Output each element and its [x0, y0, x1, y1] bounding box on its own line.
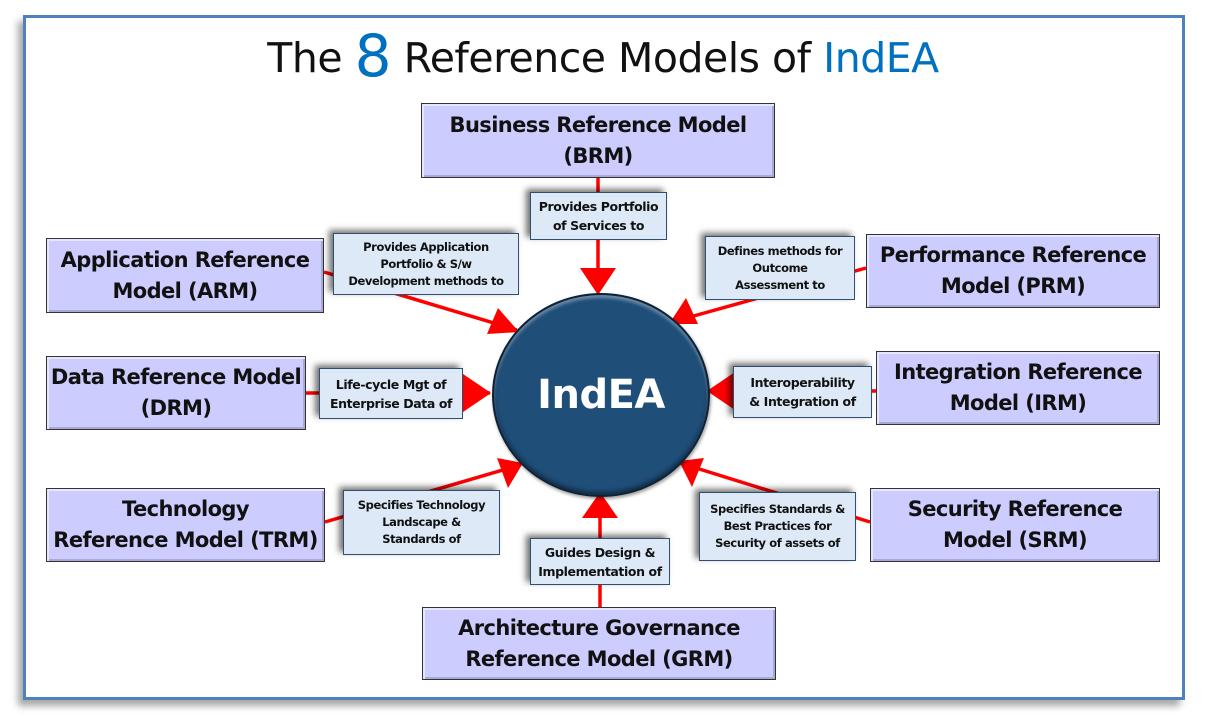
- relation-trm-line: Specifies Technology: [357, 498, 486, 512]
- arrowhead-drm: [463, 374, 491, 412]
- model-prm-line2: Model (PRM): [940, 274, 1086, 298]
- relation-arm-line: Provides Application: [363, 239, 489, 254]
- relation-brm: Provides Portfolio of Services to: [530, 192, 667, 240]
- arrowhead-irm: [707, 372, 735, 410]
- relation-grm: Guides Design & Implementation of: [530, 538, 670, 585]
- model-srm-line1: Security Reference: [907, 497, 1123, 521]
- relation-drm-line: Life-cycle Mgt of: [335, 376, 447, 392]
- relation-srm-line: Security of assets of: [715, 536, 840, 550]
- relation-srm-line: Specifies Standards &: [710, 502, 845, 516]
- relation-prm-line: Assessment to: [735, 277, 825, 292]
- model-arm-line1: Application Reference: [60, 247, 310, 272]
- relation-drm-line: Enterprise Data of: [329, 395, 453, 411]
- relation-srm-line: Best Practices for: [723, 519, 832, 533]
- title-prefix: The: [267, 34, 343, 82]
- relation-arm-line: Portfolio & S/w: [380, 256, 472, 271]
- relation-prm-line: Defines methods for: [717, 243, 843, 258]
- diagram-title: The 8 Reference Models of IndEA: [0, 22, 1206, 90]
- model-brm-line1: Business Reference Model: [449, 112, 748, 137]
- arrowhead-grm: [582, 492, 618, 518]
- relation-trm-line: Standards of: [382, 532, 461, 546]
- title-middle: Reference Models of: [403, 34, 812, 82]
- title-number: 8: [354, 22, 392, 90]
- arrowhead-prm: [669, 298, 698, 324]
- relation-irm-line: Interoperability: [750, 375, 855, 390]
- relation-brm-line: of Services to: [552, 218, 645, 233]
- model-grm-line1: Architecture Governance: [458, 615, 740, 640]
- title-brand: IndEA: [823, 34, 939, 82]
- relation-grm-line: Guides Design &: [544, 544, 656, 560]
- relation-drm: Life-cycle Mgt of Enterprise Data of: [319, 368, 463, 419]
- relation-prm-line: Outcome: [752, 260, 808, 275]
- model-irm-line1: Integration Reference: [894, 360, 1143, 384]
- arrowhead-brm: [580, 268, 616, 295]
- arrowhead-trm: [497, 458, 523, 488]
- relation-brm-line: Provides Portfolio: [538, 199, 659, 214]
- relation-irm: Interoperability & Integration of: [733, 366, 872, 418]
- relation-trm-line: Landscape &: [382, 515, 461, 529]
- model-prm-line1: Performance Reference: [879, 243, 1147, 267]
- model-grm-line2: Reference Model (GRM): [465, 646, 733, 671]
- model-irm-line2: Model (IRM): [949, 391, 1087, 415]
- relation-grm-line: Implementation of: [538, 563, 662, 579]
- model-brm: Business Reference Model (BRM): [421, 103, 775, 178]
- relation-arm-line: Development methods to: [348, 273, 504, 288]
- indea-hub: IndEA: [492, 293, 710, 497]
- model-arm-line2: Model (ARM): [112, 278, 258, 303]
- model-trm-line1: Technology: [122, 497, 250, 521]
- model-drm: Data Reference Model (DRM): [46, 356, 306, 430]
- model-drm-line1: Data Reference Model: [50, 365, 302, 389]
- model-srm-line2: Model (SRM): [943, 528, 1088, 552]
- model-drm-line2: (DRM): [140, 396, 212, 420]
- relation-irm-line: & Integration of: [749, 394, 856, 409]
- model-trm-line2: Reference Model (TRM): [53, 528, 318, 552]
- model-brm-line2: (BRM): [563, 143, 633, 168]
- arrowhead-srm: [679, 458, 704, 487]
- arrowhead-arm: [487, 308, 519, 334]
